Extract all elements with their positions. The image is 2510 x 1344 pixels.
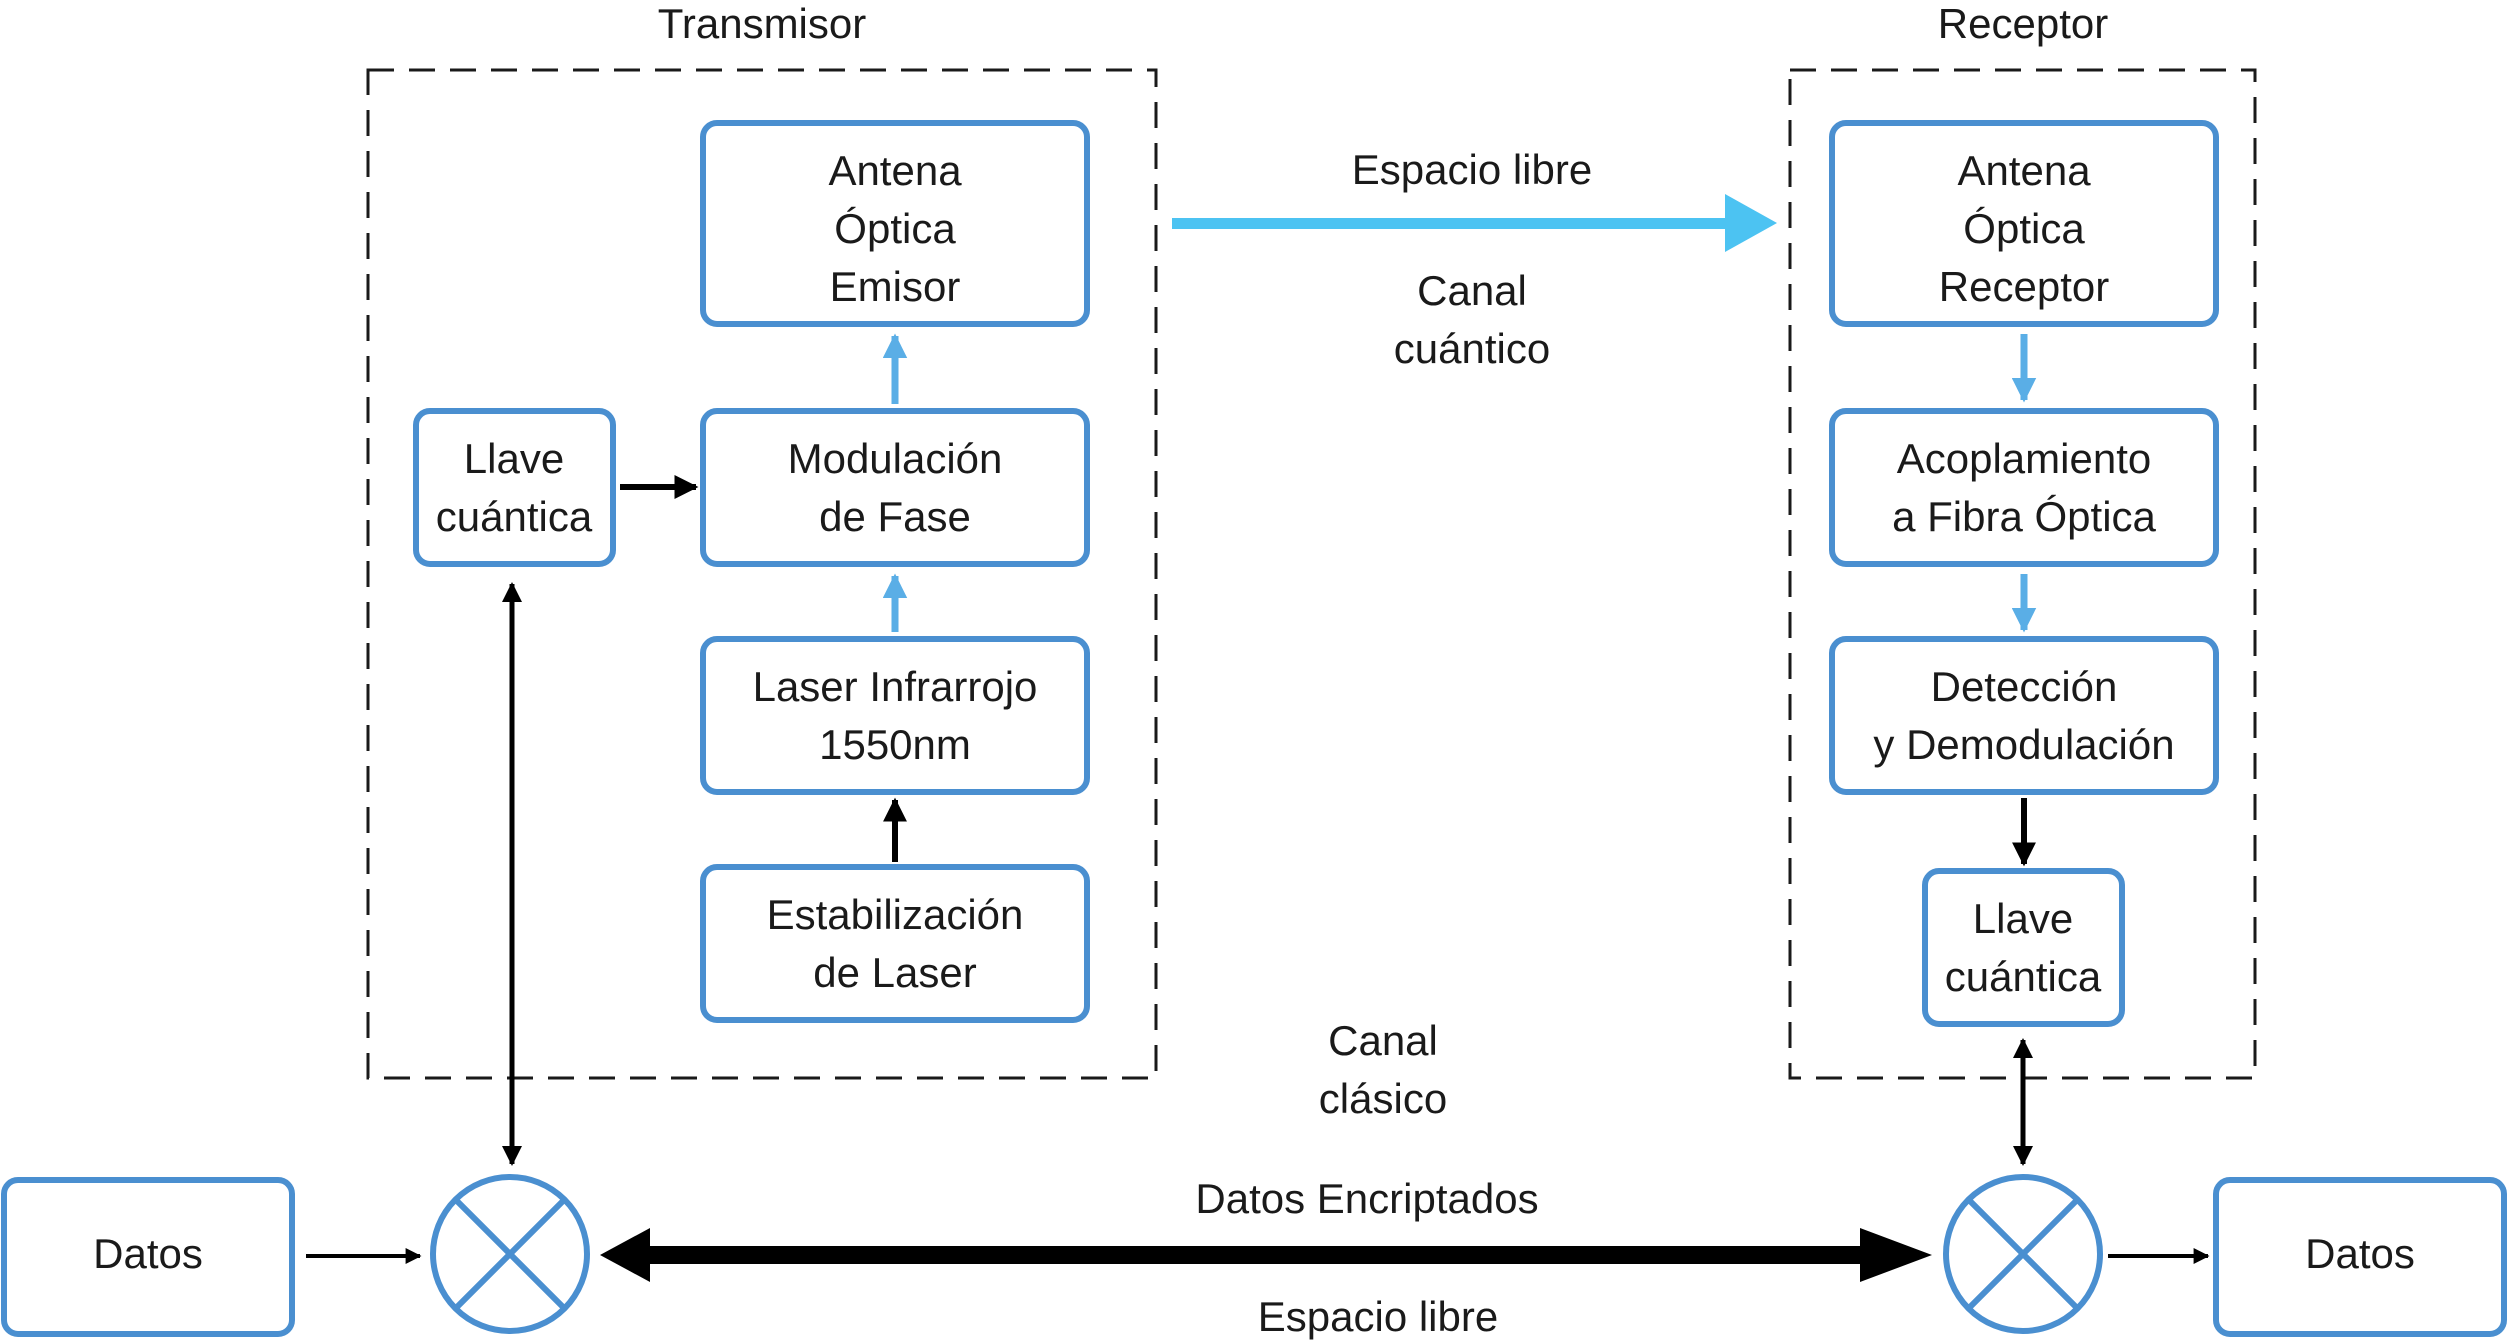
transmitter-frame xyxy=(366,68,1158,1080)
modulation-box: Modulación de Fase xyxy=(700,408,1090,567)
receiver-key-label-1: Llave xyxy=(1973,895,2073,942)
detection-label-2: y Demodulación xyxy=(1873,721,2174,768)
laser-box: Laser Infrarrojo 1550nm xyxy=(700,636,1090,795)
receiver-antenna-box: Antena Óptica Receptor xyxy=(1829,120,2219,327)
stabilization-label-2: de Laser xyxy=(813,949,976,996)
receiver-antenna-label-1: Antena xyxy=(1957,147,2091,194)
transmitter-key-label-2: cuántica xyxy=(436,493,593,540)
classical-channel-top-label: Datos Encriptados xyxy=(1195,1175,1538,1222)
coupling-box: Acoplamiento a Fibra Óptica xyxy=(1829,408,2219,567)
transmitter-antenna-label-2: Óptica xyxy=(834,205,956,252)
laser-label-2: 1550nm xyxy=(819,721,971,768)
classical-channel-arrow xyxy=(600,1228,1932,1282)
transmitter-title: Transmisor xyxy=(658,0,866,47)
stabilization-label-1: Estabilización xyxy=(767,891,1024,938)
receiver-key-box: Llave cuántica xyxy=(1922,868,2125,1027)
quantum-channel-name-2: cuántico xyxy=(1394,325,1550,372)
quantum-channel-name-1: Canal xyxy=(1417,267,1527,314)
stabilization-box: Estabilización de Laser xyxy=(700,864,1090,1023)
transmitter-antenna-label-3: Emisor xyxy=(830,263,961,310)
detection-box: Detección y Demodulación xyxy=(1829,636,2219,795)
quantum-channel-arrow xyxy=(1172,194,1777,252)
receiver-antenna-label-2: Óptica xyxy=(1963,205,2085,252)
detection-label-1: Detección xyxy=(1931,663,2118,710)
coupling-label-1: Acoplamiento xyxy=(1897,435,2151,482)
modulation-label-1: Modulación xyxy=(788,435,1003,482)
data-left-label: Datos xyxy=(93,1230,203,1277)
transmitter-antenna-box: Antena Óptica Emisor xyxy=(700,120,1090,327)
receiver-key-label-2: cuántica xyxy=(1945,953,2102,1000)
receiver-antenna-label-3: Receptor xyxy=(1939,263,2109,310)
data-left-box: Datos xyxy=(1,1177,295,1337)
classical-channel-bottom-label: Espacio libre xyxy=(1258,1293,1498,1340)
coupling-label-2: a Fibra Óptica xyxy=(1892,493,2156,540)
modulation-label-2: de Fase xyxy=(819,493,971,540)
data-right-box: Datos xyxy=(2213,1177,2507,1337)
classical-channel-name-2: clásico xyxy=(1319,1075,1447,1122)
data-right-label: Datos xyxy=(2305,1230,2415,1277)
xor-mixer-icon xyxy=(1943,1174,2103,1334)
laser-label-1: Laser Infrarrojo xyxy=(753,663,1038,710)
quantum-channel-top-label: Espacio libre xyxy=(1352,146,1592,193)
classical-channel-name-1: Canal xyxy=(1328,1017,1438,1064)
transmitter-key-box: Llave cuántica xyxy=(413,408,616,567)
xor-mixer-icon xyxy=(430,1174,590,1334)
transmitter-antenna-label-1: Antena xyxy=(828,147,962,194)
receiver-title: Receptor xyxy=(1938,0,2108,47)
transmitter-key-label-1: Llave xyxy=(464,435,564,482)
